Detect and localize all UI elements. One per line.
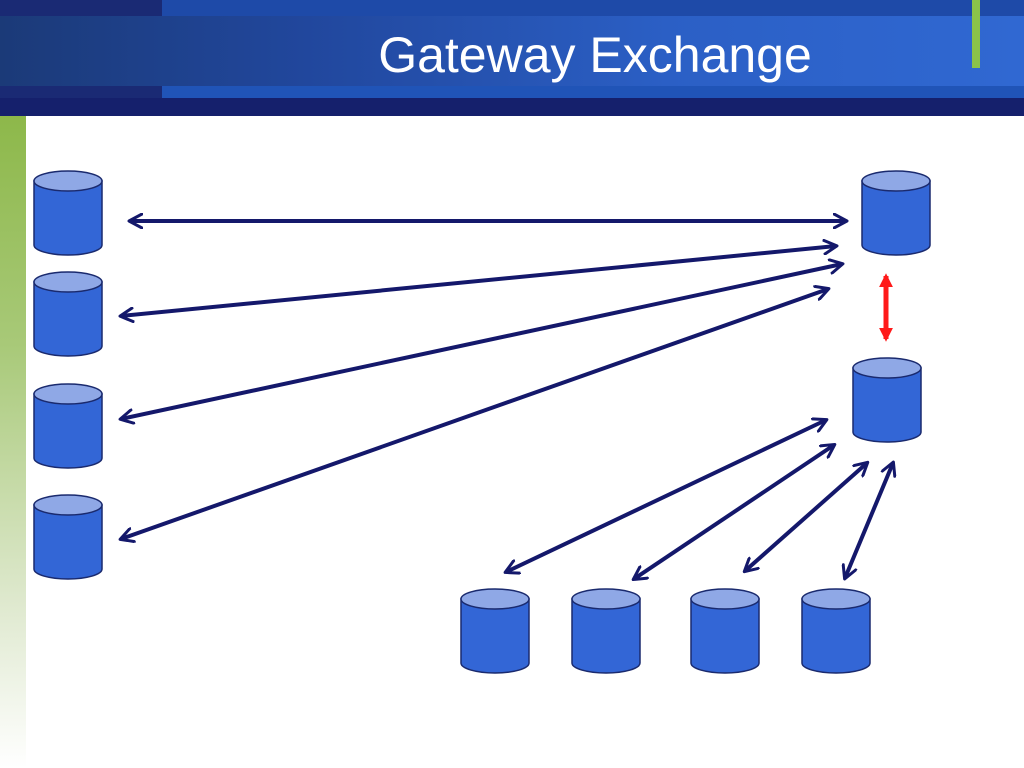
link-gateway-bottom-db-1 — [506, 420, 826, 572]
left-db-4-cylinder — [33, 494, 103, 580]
banner-band — [0, 16, 1024, 86]
bottom-db-3-cylinder — [690, 588, 760, 674]
bottom-db-1-cylinder — [460, 588, 530, 674]
gateway-db-lower-cylinder — [852, 357, 922, 443]
bottom-db-4-cylinder — [801, 588, 871, 674]
gateway-db-upper-cylinder — [861, 170, 931, 256]
banner-band — [162, 0, 1024, 16]
link-left-db-2-gateway — [121, 246, 836, 316]
slide-title: Gateway Exchange — [378, 27, 812, 83]
banner-band — [0, 98, 1024, 116]
bottom-db-2-cylinder — [571, 588, 641, 674]
banner-band — [162, 86, 1024, 98]
title-banner: Gateway Exchange — [0, 0, 1024, 116]
link-left-db-3-gateway — [121, 264, 842, 419]
link-left-db-4-gateway — [121, 289, 828, 539]
accent-bar — [972, 0, 980, 68]
link-gateway-bottom-db-3 — [745, 463, 867, 571]
banner-band — [0, 86, 162, 98]
link-gateway-bottom-db-4 — [845, 463, 893, 578]
banner-band — [0, 0, 162, 16]
left-db-2-cylinder — [33, 271, 103, 357]
side-gradient-stripe — [0, 116, 26, 768]
database-nodes — [33, 170, 931, 674]
left-db-3-cylinder — [33, 383, 103, 469]
left-db-1-cylinder — [33, 170, 103, 256]
